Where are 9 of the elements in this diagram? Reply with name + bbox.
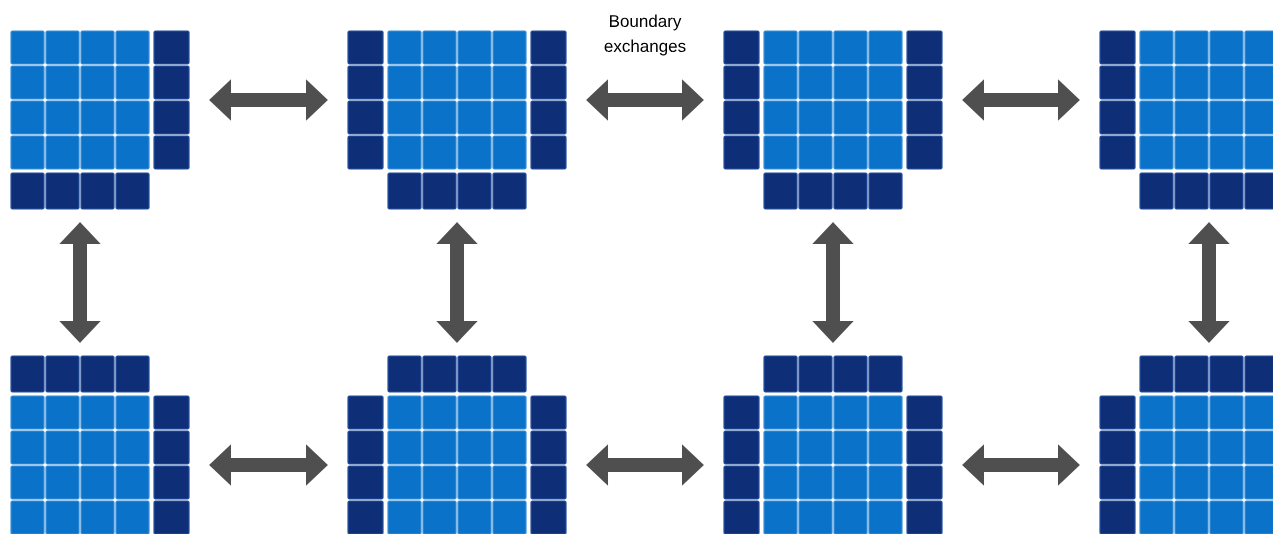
grid-block	[10, 355, 190, 534]
edge-label: Boundary exchanges	[604, 14, 686, 56]
grid-block	[10, 30, 190, 210]
grid-block	[723, 355, 943, 534]
grid-block	[347, 355, 567, 534]
grid-block	[1099, 355, 1273, 534]
grid-block	[723, 30, 943, 210]
grid-block	[347, 30, 567, 210]
grid-block	[1099, 30, 1273, 210]
